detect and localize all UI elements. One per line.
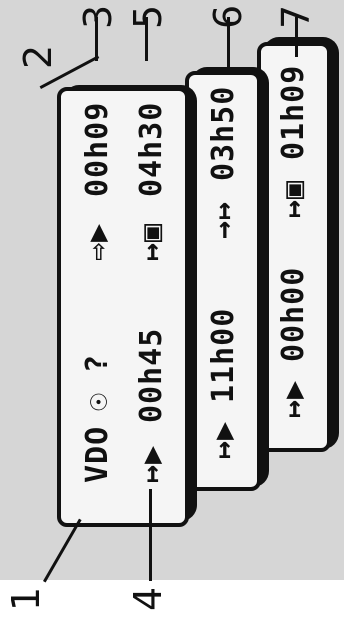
query-mark: ? [80,353,115,373]
leader-1 [43,518,82,583]
panel3-rest-icon: ↦▣ [276,179,311,218]
panel3-rest-time: 01h09 [276,64,311,160]
drive-icon: ↦▶ [134,444,169,483]
manufacturer-text: VDO [80,425,115,483]
callout-2: 2 [16,44,60,69]
callout-1: 1 [4,586,48,611]
total-drive-time: 04h30 [134,101,169,197]
break-time: 00h09 [80,101,115,197]
callout-5: 5 [126,4,170,29]
leader-4 [149,489,152,581]
card-status-icon: ☉ [80,391,115,411]
panel2-rest-time: 03h50 [206,85,241,181]
callout-3: 3 [76,4,120,29]
panel3-drive-icon: ↦▶ [276,379,311,418]
display-panel-1: VDO ☉ ? ⇨▶ 00h09 ↦▶ 00h45 ↦▣ 04h30 [57,87,189,527]
total-drive-icon: ↦▣ [134,222,169,261]
panel2-drive-time: 11h00 [206,307,241,403]
callout-7: 7 [274,4,318,29]
break-icon: ⇨▶ [80,222,115,261]
callout-6: 6 [206,4,250,29]
callout-4: 4 [126,586,170,611]
drive-time: 00h45 [134,327,169,423]
panel2-rest-icon: →↦ [206,200,241,239]
panel3-drive-time: 00h00 [276,266,311,362]
panel2-drive-icon: ↦▶ [206,420,241,459]
